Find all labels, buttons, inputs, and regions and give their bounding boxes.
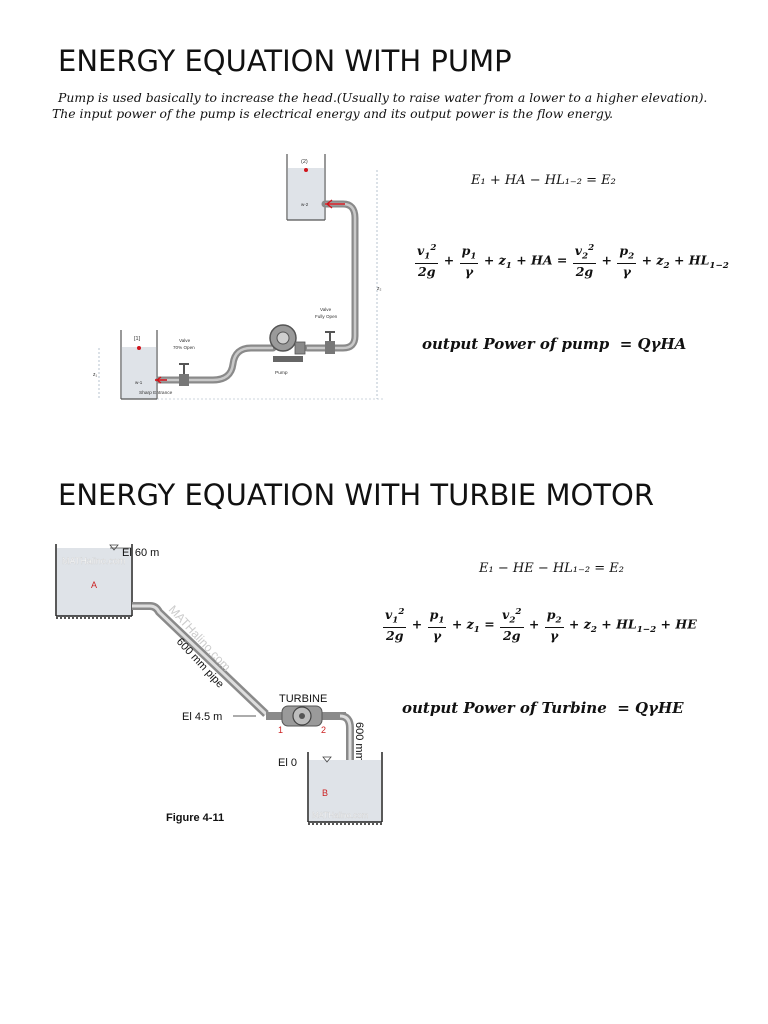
- valve2-label-a: Valve: [320, 307, 332, 312]
- intro-line-2: The input power of the pump is electrica…: [52, 106, 614, 121]
- turbine-system-figure: MATHalino.com A El 60 m MATHalino.com 60…: [55, 544, 383, 825]
- pump-energy-equation: E₁ + HA − HL₁₋₂ = E₂: [471, 173, 616, 188]
- pump-icon: [269, 324, 306, 362]
- elevation-4-5-label: El 4.5 m: [182, 711, 222, 723]
- turbine-energy-equation: E₁ − HE − HL₁₋₂ = E₂: [479, 561, 624, 576]
- section2-title: ENERGY EQUATION WITH TURBIE MOTOR: [58, 478, 655, 512]
- tank-a-label: A: [91, 580, 97, 590]
- figure-caption: Figure 4-11: [166, 812, 224, 824]
- elevation-60-label: El 60 m: [122, 547, 159, 559]
- valve2-label-b: Fully Open: [315, 314, 338, 319]
- w1-label: w-1: [135, 380, 143, 385]
- section1-title: ENERGY EQUATION WITH PUMP: [58, 44, 512, 78]
- z1-label: z₁: [93, 372, 98, 378]
- point-1-label: 1: [278, 725, 283, 735]
- entrance-label: Sharp Entrance: [139, 390, 173, 396]
- tank-b: [307, 752, 383, 825]
- valve-1: [179, 363, 189, 386]
- upper-tank: [286, 154, 326, 221]
- watermark-b: MATHalino.com: [312, 811, 369, 820]
- turbine-output-power: output Power of Turbine = QγHE: [402, 699, 684, 717]
- lower-tank: [120, 330, 158, 400]
- pump-system-figure: (2) w-2 [1] w-1 Valve 70% Open Pump Valv…: [93, 148, 405, 406]
- pump-output-power: output Power of pump = QγHA: [422, 335, 686, 353]
- pump-power-label: output Power of pump: [422, 335, 610, 353]
- turbine-label: TURBINE: [279, 693, 327, 705]
- pump-power-value: = QγHA: [619, 335, 687, 353]
- valve-2: [325, 331, 335, 354]
- valve1-label-a: Valve: [179, 338, 191, 343]
- tank1-label: [1]: [134, 336, 141, 342]
- intro-line-1: Pump is used basically to increase the h…: [58, 90, 708, 105]
- pump-label: Pump: [275, 370, 288, 376]
- turbine-power-label: output Power of Turbine: [402, 699, 607, 717]
- turbine-icon: [281, 705, 323, 727]
- section1-intro: Pump is used basically to increase the h…: [52, 90, 707, 122]
- tank-b-label: B: [322, 788, 328, 798]
- valve1-label-b: 70% Open: [173, 345, 195, 350]
- point-2-label: 2: [321, 725, 326, 735]
- turbine-power-value: = QγHE: [617, 699, 684, 717]
- watermark-a: MATHalino.com: [62, 556, 125, 566]
- w2-label: w-2: [301, 202, 309, 207]
- z2-label: z₂: [377, 286, 382, 292]
- elevation-0-label: El 0: [278, 757, 297, 769]
- tank-a: [55, 544, 133, 619]
- tank2-label: (2): [301, 159, 308, 165]
